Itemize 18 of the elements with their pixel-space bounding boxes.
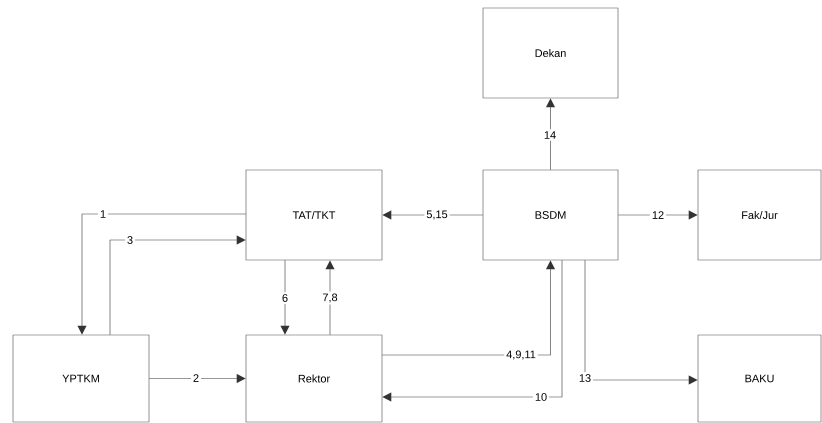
edge-label: 7,8 xyxy=(320,291,340,305)
process-box: BAKU xyxy=(698,334,822,422)
process-box: BSDM xyxy=(482,170,618,260)
edge-label: 12 xyxy=(650,209,666,221)
edge-label: 10 xyxy=(532,391,550,403)
edge-label: 2 xyxy=(190,372,202,384)
edge-label: 5,15 xyxy=(424,208,450,222)
process-box: YPTKM xyxy=(12,334,150,422)
edge-label: 4,9,11 xyxy=(504,348,538,362)
edge-label: 14 xyxy=(542,129,558,141)
process-box: Fak/Jur xyxy=(698,170,822,260)
process-box: Dekan xyxy=(482,8,618,98)
edge-label: 6 xyxy=(280,292,290,304)
process-box: Rektor xyxy=(246,334,382,422)
process-box: TAT/TKT xyxy=(246,170,382,260)
edge-label: 13 xyxy=(576,372,594,384)
edge-label: 3 xyxy=(124,234,136,246)
edge-label: 1 xyxy=(98,208,108,220)
